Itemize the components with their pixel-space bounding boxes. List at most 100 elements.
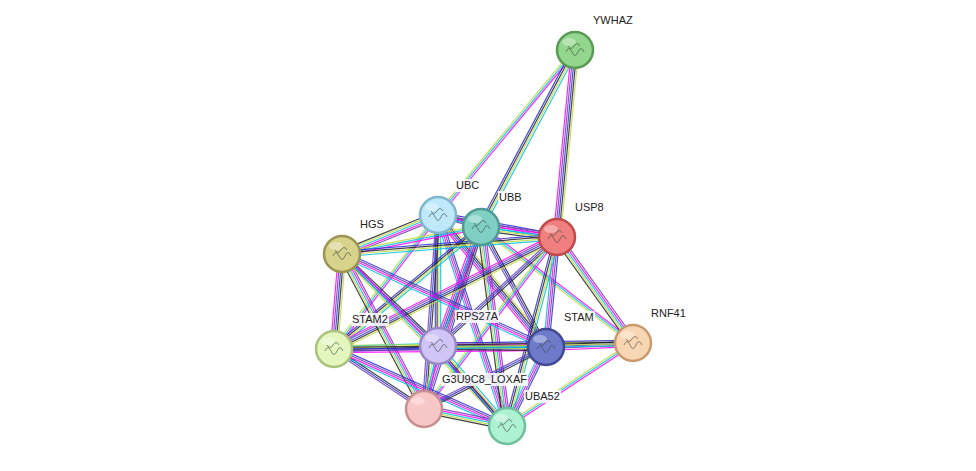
structure-icon <box>624 337 642 349</box>
evidence-line <box>441 416 489 426</box>
node-label: UBC <box>455 179 480 192</box>
node-shape <box>404 389 444 429</box>
evidence-line <box>450 248 542 333</box>
interaction-edge <box>426 363 436 392</box>
node-label: RNF41 <box>650 307 687 320</box>
interaction-edge <box>441 409 490 426</box>
node-shape <box>487 406 527 446</box>
protein-node: HGS <box>322 234 362 274</box>
structure-icon <box>566 44 584 56</box>
evidence-line <box>441 357 531 403</box>
evidence-line <box>441 414 489 424</box>
node-label: STAM <box>563 311 595 324</box>
evidence-line <box>557 68 572 219</box>
structure-icon <box>472 221 490 233</box>
evidence-line <box>516 364 539 411</box>
protein-node: UBB <box>461 207 501 247</box>
node-highlight <box>425 334 439 342</box>
interaction-edge <box>347 268 419 395</box>
node-label: G3U9C8_LOXAF <box>441 373 528 386</box>
node-highlight <box>494 414 508 422</box>
node-label: USP8 <box>574 201 605 214</box>
node-shape <box>537 217 577 257</box>
node-circle <box>324 236 360 272</box>
node-highlight <box>468 215 482 223</box>
node-circle <box>420 328 456 364</box>
evidence-line <box>350 270 415 393</box>
evidence-line <box>349 271 414 394</box>
interaction-edge <box>555 68 577 220</box>
structure-icon <box>429 340 447 352</box>
node-circle <box>615 325 651 361</box>
node-label: HGS <box>359 218 385 231</box>
interaction-edge <box>360 236 540 256</box>
node-shape <box>461 207 501 247</box>
node-circle <box>557 32 593 68</box>
node-shape <box>526 327 566 367</box>
node-circle <box>463 209 499 245</box>
structure-icon <box>333 248 351 260</box>
protein-node: UBA52 <box>487 406 527 446</box>
node-highlight <box>620 331 634 339</box>
evidence-line <box>490 66 567 211</box>
structure-icon <box>498 420 516 432</box>
node-highlight <box>329 242 343 250</box>
node-highlight <box>321 337 335 345</box>
node-circle <box>420 197 456 233</box>
node-circle <box>406 391 442 427</box>
node-shape <box>613 323 653 363</box>
node-label: RPS27A <box>455 310 499 323</box>
evidence-line <box>487 65 564 210</box>
interaction-edge <box>487 65 569 213</box>
node-highlight <box>425 203 439 211</box>
evidence-line <box>559 68 574 219</box>
evidence-line <box>555 68 570 219</box>
evidence-line <box>424 233 435 391</box>
node-highlight <box>544 225 558 233</box>
protein-node: UBC <box>418 195 458 235</box>
protein-node: YWHAZ <box>555 30 595 70</box>
node-highlight <box>411 397 425 405</box>
structure-icon <box>325 343 343 355</box>
structure-icon <box>537 341 555 353</box>
evidence-line <box>332 272 337 331</box>
evidence-line <box>426 363 432 391</box>
evidence-line <box>456 349 528 351</box>
evidence-line <box>434 250 545 394</box>
protein-node: RNF41 <box>613 323 653 363</box>
interaction-edge <box>450 248 545 335</box>
evidence-line <box>564 347 615 349</box>
protein-node: STAM2 <box>314 329 354 369</box>
evidence-line <box>360 236 539 250</box>
node-circle <box>539 219 575 255</box>
node-highlight <box>562 38 576 46</box>
protein-node: RPS27A <box>418 326 458 366</box>
node-shape <box>418 195 458 235</box>
node-label: STAM2 <box>351 313 389 326</box>
node-label: YWHAZ <box>592 14 634 27</box>
node-circle <box>528 329 564 365</box>
node-shape <box>314 329 354 369</box>
structure-icon <box>548 231 566 243</box>
protein-node: G3U9C8_LOXAF <box>404 389 444 429</box>
node-circle <box>316 331 352 367</box>
interaction-edge <box>513 362 541 411</box>
node-shape <box>555 30 595 70</box>
evidence-line <box>360 239 539 253</box>
interaction-edge <box>332 272 344 332</box>
evidence-line <box>440 355 530 401</box>
structure-icon <box>429 209 447 221</box>
node-circle <box>489 408 525 444</box>
evidence-line <box>451 249 543 334</box>
node-label: UBA52 <box>524 390 561 403</box>
evidence-line <box>425 233 436 391</box>
node-shape <box>322 234 362 274</box>
node-shape <box>418 326 458 366</box>
evidence-line <box>352 269 417 392</box>
protein-node: USP8 <box>537 217 577 257</box>
protein-node: STAM <box>526 327 566 367</box>
node-label: UBB <box>498 191 523 204</box>
node-highlight <box>533 335 547 343</box>
interaction-edge <box>348 357 410 400</box>
